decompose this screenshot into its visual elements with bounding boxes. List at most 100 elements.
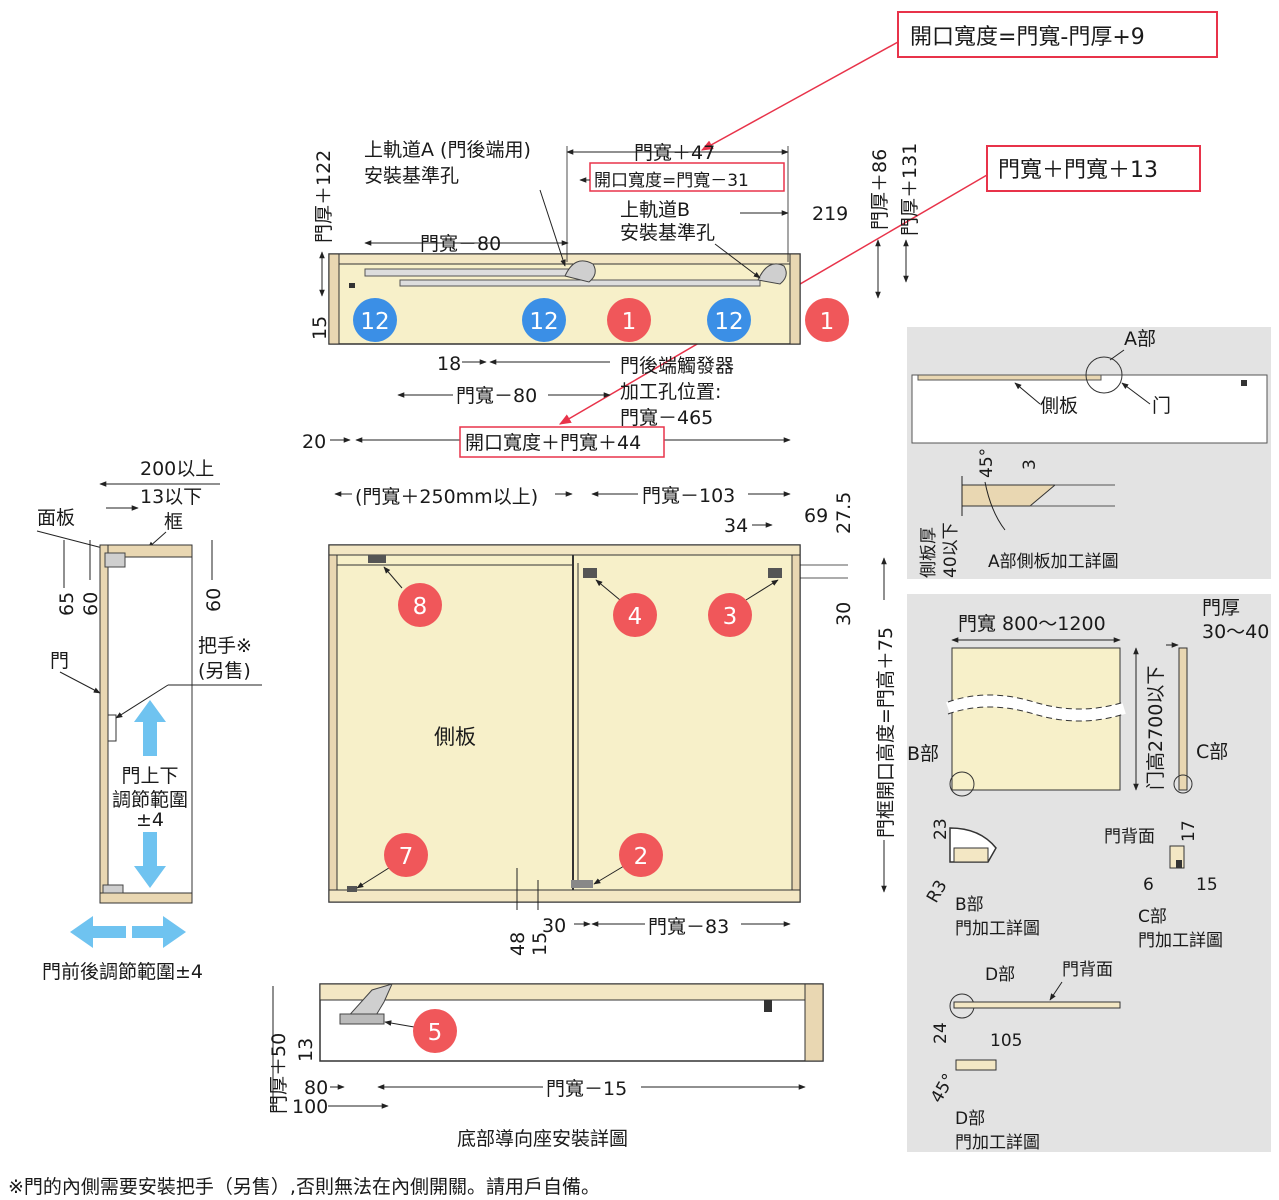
detail-d-back-leader <box>1049 981 1063 1001</box>
diagram-canvas: 開口寬度=門寬-門厚+9 門寬＋門寬＋13 上軌道A (門後端用) 安裝基準孔 … <box>36 11 1271 1153</box>
handle-leader <box>115 684 169 719</box>
front-view-top-frame <box>328 544 801 556</box>
badge-5: 5 <box>413 1009 457 1053</box>
trigger-b-icon <box>757 263 787 285</box>
badge-2: 2 <box>619 833 663 877</box>
front-view-right-frame <box>791 554 801 903</box>
dim-15-top: 15 <box>309 316 331 340</box>
detail-a-door: 门 <box>1152 395 1171 417</box>
detail-door-panel <box>951 647 1121 791</box>
rail-mount-icon <box>349 283 355 288</box>
rail-b-label-2: 安裝基準孔 <box>620 222 715 244</box>
dim-frame-height: 門框開口高度=門高＋75 <box>875 627 897 838</box>
detail-d-105: 105 <box>990 1031 1022 1051</box>
adj-vertical-1: 門上下 <box>121 765 178 787</box>
dim-27-5: 27.5 <box>833 492 855 534</box>
badge-1-b: 1 <box>805 298 849 342</box>
dim-bg-15-width <box>543 1077 641 1097</box>
badge-12-c: 12 <box>707 298 751 342</box>
detail-door-break-line-2 <box>947 706 1125 722</box>
dim-13-bottom: 13 <box>295 1038 317 1062</box>
dim-80: 80 <box>304 1077 328 1099</box>
dim-width-80-a: 門寬－80 <box>420 233 501 255</box>
front-view-bottom-frame <box>328 889 801 903</box>
rail-b-leader <box>714 243 761 279</box>
leader-3 <box>745 579 779 601</box>
detail-c-caption-2: 門加工詳圖 <box>1138 931 1223 951</box>
guide-2-icon <box>571 880 593 888</box>
detail-b-circle <box>949 771 975 797</box>
detail-d-caption-2: 門加工詳圖 <box>955 1133 1040 1153</box>
label-panel: 面板 <box>37 507 75 529</box>
bottom-guide-top <box>319 983 824 1001</box>
detail-c-back: 門背面 <box>1104 827 1155 847</box>
svg-text:1: 1 <box>622 309 637 335</box>
arrow-left-icon <box>70 916 126 948</box>
dim-thick-50: 門厚＋50 <box>268 1033 290 1114</box>
trigger-label-3: 門寬－465 <box>620 407 713 429</box>
detail-a-stop-icon <box>1241 380 1247 386</box>
svg-text:12: 12 <box>529 309 558 335</box>
dim-15-front: 15 <box>529 932 551 956</box>
detail-a-rail <box>917 374 1102 381</box>
svg-text:7: 7 <box>399 844 414 870</box>
dim-box-opening-total <box>459 426 665 458</box>
badge-1-a: 1 <box>607 298 651 342</box>
detail-c-15: 15 <box>1196 875 1218 895</box>
rail-a-label-2: 安裝基準孔 <box>364 165 459 187</box>
dim-60-a: 60 <box>80 592 102 616</box>
detail-d-shape <box>955 1059 997 1071</box>
detail-a-angle-arc <box>984 481 1006 531</box>
dim-bg-83 <box>645 914 741 934</box>
detail-c-caption-1: C部 <box>1138 907 1167 927</box>
dim-width-83: 門寬－83 <box>648 916 729 938</box>
svg-text:8: 8 <box>413 594 428 620</box>
rail-a-label-1: 上軌道A (門後端用) <box>364 139 531 161</box>
detail-a-circle <box>1085 356 1123 394</box>
detail-d-caption-1: D部 <box>955 1109 985 1129</box>
detail-a-side-panel: 側板 <box>1040 395 1078 417</box>
arrow-down-icon <box>134 832 166 888</box>
dim-thick-86: 門厚＋86 <box>869 149 891 230</box>
svg-text:2: 2 <box>634 844 649 870</box>
leader-2 <box>593 865 625 885</box>
label-frame: 框 <box>164 511 183 533</box>
dim-65: 65 <box>56 592 78 616</box>
detail-a-label-leader <box>1109 349 1125 361</box>
trigger-a-icon <box>564 260 596 283</box>
detail-b-23: 23 <box>931 818 951 840</box>
side-view-bottom-frame <box>99 892 193 904</box>
detail-c-label: C部 <box>1196 741 1228 763</box>
detail-door-edge <box>1178 647 1188 791</box>
bottom-guide-icon <box>102 884 124 894</box>
detail-b-caption-1: B部 <box>955 895 984 915</box>
top-view-frame-right <box>789 253 801 345</box>
detail-panel-a: A部 側板 门 45° 3 側板厚 40以下 A部側板加工詳圖 <box>907 327 1271 579</box>
detail-a-thick-2: 40以下 <box>941 522 961 578</box>
dim-13: 13以下 <box>140 486 202 508</box>
callout-door-width-sum-text: 門寬＋門寬＋13 <box>998 158 1158 183</box>
detail-door-height: 门高2700以下 <box>1145 666 1167 790</box>
label-door: 門 <box>50 650 69 672</box>
roller-8-icon <box>368 555 386 563</box>
dim-34: 34 <box>724 515 748 537</box>
callout-arrow-1 <box>700 41 899 151</box>
badge-12-a: 12 <box>353 298 397 342</box>
detail-door-break-line-1 <box>947 694 1125 710</box>
footnote: ※門的內側需要安裝把手（另售）,否則無法在內側開關。請用戶自備。 <box>8 1176 600 1198</box>
adj-horizontal: 門前後調節範圍±4 <box>42 961 203 983</box>
dim-width-103: 門寬－103 <box>642 485 735 507</box>
label-handle-2: (另售) <box>198 660 251 682</box>
label-handle-1: 把手※ <box>198 635 252 657</box>
svg-text:12: 12 <box>714 309 743 335</box>
detail-a-bg <box>907 327 1271 579</box>
badge-4: 4 <box>613 593 657 637</box>
dim-60-b: 60 <box>203 588 225 612</box>
rail-b-label-1: 上軌道B <box>620 199 690 221</box>
svg-text:12: 12 <box>360 309 389 335</box>
detail-c-6: 6 <box>1143 875 1154 895</box>
front-view-left-frame <box>328 554 338 903</box>
dim-20: 20 <box>302 431 326 453</box>
dim-opening-total: 開口寬度＋門寬＋44 <box>465 432 641 454</box>
